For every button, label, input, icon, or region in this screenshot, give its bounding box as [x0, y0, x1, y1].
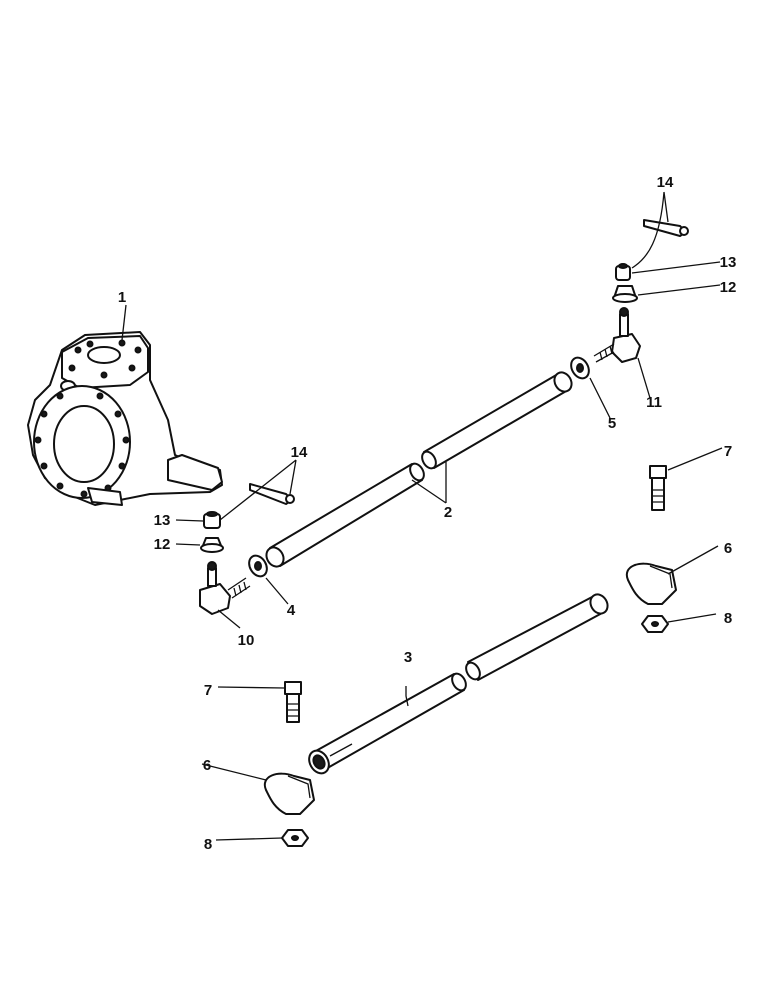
callout-13-right: 13 — [720, 254, 737, 271]
clamp-bolt-upper — [649, 465, 667, 511]
callout-8-upper: 8 — [724, 610, 732, 627]
castle-nut-right — [615, 263, 631, 281]
callout-1: 1 — [118, 289, 126, 306]
tube-clamp-lower — [263, 772, 315, 815]
callout-11: 11 — [646, 394, 662, 411]
leader-lines — [121, 191, 723, 841]
callout-6-lower: 6 — [203, 757, 211, 774]
tube-clamp-upper — [625, 562, 677, 605]
callout-8-lower: 8 — [204, 836, 212, 853]
tie-rod-end-left — [199, 561, 251, 615]
callout-12-right: 12 — [720, 279, 737, 296]
tie-rod-end-right — [593, 307, 641, 363]
callout-3: 3 — [404, 649, 412, 666]
callout-7-lower: 7 — [204, 682, 212, 699]
callout-6-upper: 6 — [724, 540, 732, 557]
callout-10: 10 — [238, 632, 255, 649]
callout-7-upper: 7 — [724, 443, 732, 460]
callout-2: 2 — [444, 504, 452, 521]
callout-labels: 1 2 3 4 5 6 6 7 7 8 8 10 11 12 12 13 13 … — [118, 174, 737, 853]
cotter-pin-right — [643, 219, 689, 237]
callout-13-left: 13 — [154, 512, 171, 529]
tie-rod-tube-lower — [308, 593, 609, 775]
callout-5: 5 — [608, 415, 616, 432]
callout-4: 4 — [287, 602, 296, 619]
steering-knuckle-housing — [27, 331, 223, 506]
clamp-nut-upper — [641, 615, 669, 633]
tie-rod-tube-upper — [265, 371, 573, 568]
cotter-pin-left — [249, 483, 295, 505]
clamp-nut-lower — [281, 829, 309, 847]
jam-nut-right — [570, 356, 590, 380]
clamp-bolt-lower — [284, 681, 302, 723]
jam-nut-left — [248, 554, 268, 578]
callout-14-left: 14 — [291, 444, 308, 461]
castle-nut-left — [203, 511, 221, 529]
seal-boot-left — [200, 537, 224, 553]
callout-12-left: 12 — [154, 536, 171, 553]
seal-boot-right — [612, 285, 638, 303]
callout-14-right: 14 — [657, 174, 674, 191]
